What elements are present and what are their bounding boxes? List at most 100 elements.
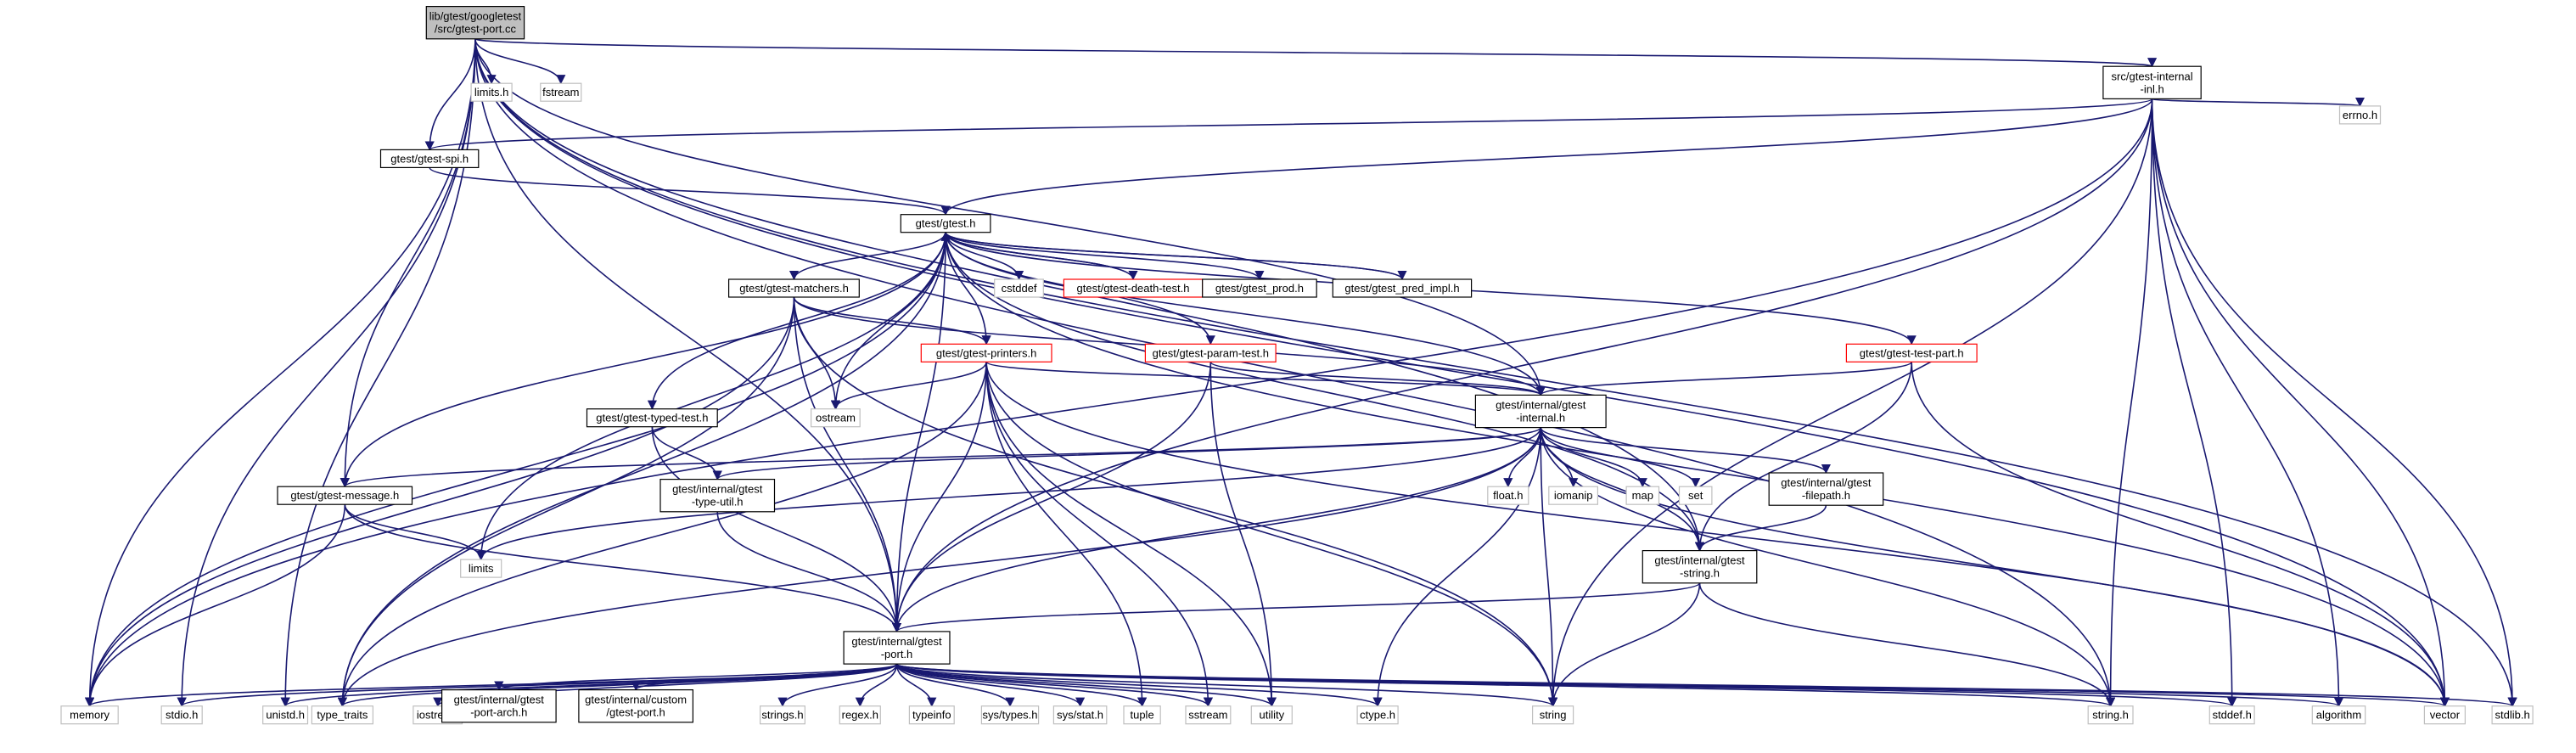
node-box <box>1768 472 1884 506</box>
node-label: type_traits <box>317 709 368 722</box>
node-unistd[interactable]: unistd.h <box>262 705 309 725</box>
edge-port-to-tuple <box>895 663 1148 707</box>
node-root[interactable]: lib/gtest/googletest/src/gtest-port.cc <box>425 5 525 40</box>
edge-port-to-stddef <box>895 663 2236 707</box>
node-gstring[interactable]: gtest/internal/gtest-string.h <box>1642 549 1758 584</box>
node-box <box>1123 705 1161 725</box>
node-box <box>460 559 502 578</box>
node-label: -port-arch.h <box>470 706 527 719</box>
node-spi[interactable]: gtest/gtest-spi.h <box>379 149 480 168</box>
edge-root-to-internal_inl <box>474 38 2156 68</box>
node-box <box>1332 278 1473 298</box>
node-portarch[interactable]: gtest/internal/gtest-port-arch.h <box>441 688 557 723</box>
node-systypes[interactable]: sys/types.h <box>980 705 1040 725</box>
node-typeutil[interactable]: gtest/internal/gtest-type-util.h <box>659 478 776 513</box>
edge-ginternal-to-set <box>1540 427 1701 488</box>
edge-message-to-limits <box>344 504 486 561</box>
edge-gtest_h-to-port <box>891 232 946 633</box>
node-label: -type-util.h <box>692 496 744 509</box>
node-label: /src/gtest-port.cc <box>435 23 517 36</box>
node-box <box>262 705 309 725</box>
edge-internal_inl-to-vector <box>2151 98 2450 707</box>
node-label: sys/types.h <box>982 709 1037 722</box>
node-stdlib[interactable]: stdlib.h <box>2491 705 2534 725</box>
edge-testpart-to-ginternal <box>1535 361 1912 396</box>
node-death[interactable]: gtest/gtest-death-test.h <box>1063 278 1204 298</box>
edge-filepath-to-gstring <box>1694 504 1827 552</box>
node-algorithm[interactable]: algorithm <box>2311 705 2366 725</box>
node-label: stddef.h <box>2213 709 2252 722</box>
edge-root-to-fstream <box>474 38 566 85</box>
node-message[interactable]: gtest/gtest-message.h <box>277 486 413 505</box>
node-tuple[interactable]: tuple <box>1123 705 1161 725</box>
node-internal_inl[interactable]: src/gtest-internal-inl.h <box>2102 65 2202 99</box>
edge-port-to-systypes <box>895 663 1015 707</box>
node-limits[interactable]: limits <box>460 559 502 578</box>
node-box <box>470 82 513 102</box>
node-typeinfo[interactable]: typeinfo <box>908 705 955 725</box>
node-memory[interactable]: memory <box>60 705 119 725</box>
node-set[interactable]: set <box>1678 486 1713 505</box>
node-label: gtest/internal/gtest <box>1496 399 1586 412</box>
node-box <box>920 343 1052 362</box>
node-vector[interactable]: vector <box>2423 705 2466 725</box>
edge-printers-to-tuple <box>985 362 1148 707</box>
edge-gstring-to-port <box>892 582 1701 633</box>
node-label: float.h <box>1493 489 1523 502</box>
node-box <box>1474 394 1607 429</box>
node-sysstat[interactable]: sys/stat.h <box>1052 705 1108 725</box>
node-cstddef[interactable]: cstddef <box>994 278 1044 298</box>
node-typed[interactable]: gtest/gtest-typed-test.h <box>586 408 718 428</box>
node-map[interactable]: map <box>1625 486 1660 505</box>
edge-gtest_h-to-vector <box>945 232 2450 707</box>
edge-port-to-ctype <box>895 663 1383 707</box>
node-iomanip[interactable]: iomanip <box>1548 486 1599 505</box>
node-box <box>1845 343 1978 362</box>
node-gtest_h[interactable]: gtest/gtest.h <box>900 214 991 233</box>
node-box <box>60 705 119 725</box>
edge-param-to-port <box>891 362 1212 633</box>
node-stddef[interactable]: stddef.h <box>2208 705 2255 725</box>
node-filepath[interactable]: gtest/internal/gtest-filepath.h <box>1768 472 1884 506</box>
node-string[interactable]: string <box>1531 705 1574 725</box>
node-sstream[interactable]: sstream <box>1185 705 1232 725</box>
edge-gtest_h-to-prod <box>945 232 1265 281</box>
node-label: iomanip <box>1554 489 1593 502</box>
node-printers[interactable]: gtest/gtest-printers.h <box>920 343 1052 362</box>
node-stdio[interactable]: stdio.h <box>160 705 203 725</box>
node-box <box>2311 705 2366 725</box>
node-string_h[interactable]: string.h <box>2087 705 2134 725</box>
node-ctype[interactable]: ctype.h <box>1356 705 1399 725</box>
edge-ginternal-to-string <box>1540 427 1558 707</box>
edge-printers-to-ostream <box>830 362 987 410</box>
node-matchers[interactable]: gtest/gtest-matchers.h <box>727 278 860 298</box>
edge-internal_inl-to-stdlib <box>2151 98 2517 707</box>
edge-port-to-portarch <box>494 663 898 691</box>
node-port[interactable]: gtest/internal/gtest-port.h <box>843 631 951 665</box>
node-errno[interactable]: errno.h <box>2338 105 2382 125</box>
node-fstream[interactable]: fstream <box>540 82 582 102</box>
node-ginternal[interactable]: gtest/internal/gtest-internal.h <box>1474 394 1607 429</box>
node-box <box>727 278 860 298</box>
node-box <box>2102 65 2202 99</box>
edge-root-to-stdio <box>177 38 476 707</box>
node-param[interactable]: gtest/gtest-param-test.h <box>1144 343 1277 362</box>
edge-ginternal-to-filepath <box>1540 427 1831 475</box>
node-float[interactable]: float.h <box>1487 486 1529 505</box>
node-regex[interactable]: regex.h <box>839 705 881 725</box>
node-strings[interactable]: strings.h <box>759 705 805 725</box>
node-testpart[interactable]: gtest/gtest-test-part.h <box>1845 343 1978 362</box>
node-limits_h[interactable]: limits.h <box>470 82 513 102</box>
node-prod[interactable]: gtest/gtest_prod.h <box>1202 278 1317 298</box>
edge-typeutil-to-port <box>716 511 902 633</box>
node-customport[interactable]: gtest/internal/custom/gtest-port.h <box>578 688 694 723</box>
node-utility[interactable]: utility <box>1250 705 1293 725</box>
node-type_traits[interactable]: type_traits <box>311 705 373 725</box>
node-ostream[interactable]: ostream <box>810 408 861 428</box>
edge-gtest_h-to-ginternal <box>945 232 1546 396</box>
node-label: gtest/gtest-death-test.h <box>1077 282 1190 295</box>
edge-message-to-memory <box>85 504 346 707</box>
node-pred[interactable]: gtest/gtest_pred_impl.h <box>1332 278 1473 298</box>
edge-matchers-to-string <box>793 296 1558 707</box>
